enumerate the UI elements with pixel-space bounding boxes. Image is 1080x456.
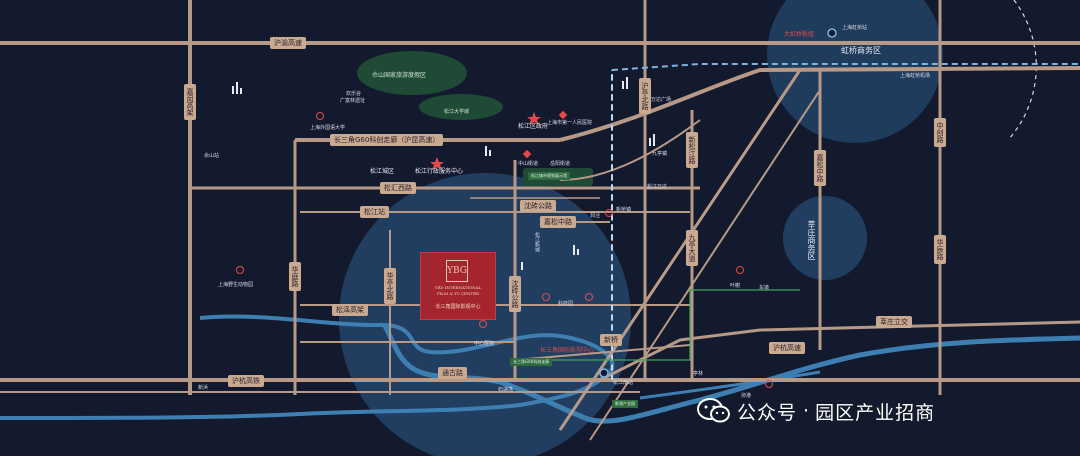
road-label-huating-north: 华亭北路 bbox=[384, 268, 396, 304]
ybg-chinese-name: 长三角国际影视中心 bbox=[435, 304, 481, 310]
hospital-icon bbox=[585, 293, 593, 301]
zone-songjiang-gov: 松江区政府 bbox=[518, 123, 549, 130]
poi-sheshan-station: 佘山站 bbox=[204, 153, 220, 159]
gov-markers bbox=[430, 112, 541, 170]
hospital-icon bbox=[479, 320, 487, 328]
watermark: 公众号 · 园区产业招商 bbox=[697, 397, 935, 425]
sheshan-park bbox=[357, 51, 467, 95]
ybg-en-line2: FILM & TV CENTER bbox=[436, 291, 480, 296]
road-label-huhang: 沪杭高速 bbox=[769, 342, 805, 354]
road-label-huating: 华庭路 bbox=[289, 262, 301, 291]
hospital-icon bbox=[316, 112, 324, 120]
river-branch bbox=[639, 370, 821, 400]
poi-yueyang: 岳阳街道 bbox=[550, 161, 571, 167]
zone-songjiang-center: 松江行政服务中心 bbox=[415, 168, 464, 175]
road-label-g60: 长三角G60科创走廊（沪昆高速） bbox=[330, 134, 444, 146]
poi-dongjing: 洞泾 bbox=[590, 213, 601, 219]
watermark-account: 公众号 bbox=[737, 401, 798, 424]
poi-hospital1: 上海市第一人民医院 bbox=[547, 120, 593, 126]
road-label-tonggu: 通古路 bbox=[438, 367, 467, 379]
star-icon bbox=[430, 157, 444, 170]
road-network bbox=[0, 0, 1080, 441]
poi-zhongshan: 中山街道 bbox=[518, 161, 539, 167]
poi-railway-hongqiao: 上海虹桥站 bbox=[842, 25, 868, 31]
road-label-shenzhuang: 莘庄立交 bbox=[876, 316, 912, 328]
hospital-icon bbox=[236, 266, 244, 274]
road-label-yuanxin: 沈砖公路 bbox=[509, 276, 521, 312]
road-label-huhang-south: 沪杭高铁 bbox=[228, 375, 264, 387]
road-label-songjiang-station: 松江站 bbox=[360, 206, 389, 218]
wechat-icon bbox=[697, 398, 730, 423]
star-icon bbox=[527, 112, 541, 125]
ybg-en-line1: YRD INTERNATIONAL bbox=[434, 285, 482, 290]
songjiang-station-icon bbox=[599, 368, 609, 378]
poi-tinglin: 亭林 bbox=[693, 371, 704, 377]
poi-zhongxin: 中心医院 bbox=[474, 341, 495, 347]
zone-hongqiao: 虹桥商务区 bbox=[841, 46, 881, 55]
hospital-icon bbox=[736, 266, 744, 274]
poi-hongqiao-airport: 上海虹桥机场 bbox=[900, 73, 931, 79]
uni-park bbox=[419, 94, 503, 120]
poi-guangfulin: 广富林遗址 bbox=[340, 98, 366, 104]
poi-xinbang: 新浜 bbox=[198, 385, 209, 391]
poi-wanda: 万达广场 bbox=[651, 97, 672, 103]
hospital-icon bbox=[542, 293, 550, 301]
watermark-separator: · bbox=[803, 400, 810, 422]
zone-songjiang-city: 松江城区 bbox=[370, 168, 395, 175]
dashed-radius-arc bbox=[1007, 0, 1037, 141]
road-label-xinqiao: 新桥 bbox=[600, 334, 622, 346]
main-river bbox=[382, 324, 1080, 424]
xinzhuang-circle bbox=[783, 196, 867, 280]
road-label-jiasong-mid: 嘉松中路 bbox=[540, 216, 576, 228]
zone-songjiang-new: 松江新城 bbox=[534, 232, 540, 252]
poi-zoo: 上海野生动物园 bbox=[218, 282, 254, 288]
poi-maogang: 泖港 bbox=[741, 393, 752, 399]
road-label-yuanxin-mid: 沈砖公路 bbox=[520, 200, 556, 212]
road-label-zhongchuang: 中创路 bbox=[934, 118, 946, 147]
poi-songjiang-south: 松江南站 bbox=[613, 380, 634, 386]
road-label-xinsong: 新松江路 bbox=[686, 132, 698, 168]
poi-shihu: 石湖荡 bbox=[498, 387, 514, 393]
road-label-huyu: 沪渝高速 bbox=[270, 37, 306, 49]
hospital-markers bbox=[236, 112, 773, 388]
green-tag-g60: 长三角G60科创走廊 bbox=[510, 358, 553, 366]
road-label-jiasong: 嘉松中路 bbox=[814, 150, 826, 186]
ybg-english-name: YRD INTERNATIONAL FILM & TV CENTER bbox=[424, 285, 492, 297]
poi-yexie: 叶榭 bbox=[730, 283, 741, 289]
road-label-jiajin: 嘉闵高架 bbox=[184, 84, 196, 120]
road-label-jiuting: 九亭大道 bbox=[686, 230, 698, 266]
hongqiao-circle bbox=[767, 0, 943, 143]
poi-xinqiao: 新桥镇 bbox=[616, 207, 632, 213]
poi-university: 上海外国语大学 bbox=[310, 125, 346, 131]
poi-songjiang-wanda: 松江万达 bbox=[647, 184, 668, 190]
road-label-songhui: 松汇西路 bbox=[380, 182, 416, 194]
tram-line bbox=[515, 289, 800, 361]
road-label-songze: 松泽高架 bbox=[332, 304, 368, 316]
zone-songjiang-uni: 松江大学城 bbox=[444, 109, 470, 115]
hospital-icon bbox=[605, 209, 613, 217]
zone-hongqiao-hub: 大虹桥枢纽 bbox=[784, 31, 815, 38]
hongqiao-station-icon bbox=[827, 28, 837, 38]
zone-ybg-label: 长三角国际影视中心 bbox=[540, 347, 595, 354]
poi-tech-park: 科技园 bbox=[558, 301, 574, 307]
green-tag-exhibit: 松江城市规划展示馆 bbox=[528, 172, 570, 180]
road-label-huting: 沪亭北路 bbox=[639, 78, 651, 114]
poi-jiuting: 九亭镇 bbox=[652, 151, 668, 157]
watermark-name: 园区产业招商 bbox=[815, 401, 936, 424]
road-label-huachen: 华辰路 bbox=[934, 235, 946, 264]
poi-chedun: 车墩 bbox=[759, 285, 770, 291]
poi-happy-valley: 欢乐谷 bbox=[346, 91, 362, 97]
green-tag-film-park: 影视产业园 bbox=[612, 400, 638, 408]
zone-xinzhuang: 莘庄商务区 bbox=[807, 220, 816, 260]
building-icons bbox=[232, 77, 655, 270]
ybg-hq-block[interactable]: YBG YRD INTERNATIONAL FILM & TV CENTER 长… bbox=[421, 253, 495, 319]
ybg-logo: YBG bbox=[446, 260, 468, 282]
hospital-icon bbox=[765, 380, 773, 388]
zone-sheshan: 佘山国家旅游度假区 bbox=[372, 72, 427, 79]
